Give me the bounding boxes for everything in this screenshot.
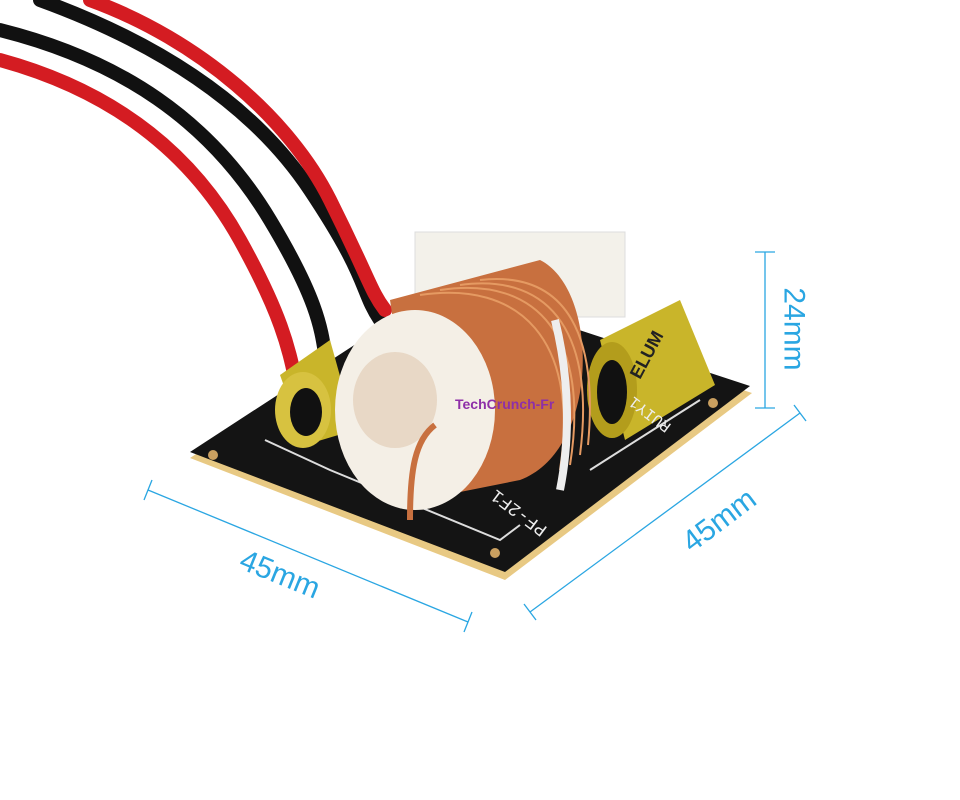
inductor-coil <box>335 260 591 521</box>
dimension-lines <box>143 251 807 633</box>
capacitor-right <box>587 300 715 440</box>
height-dimension-label: 24mm <box>777 287 811 371</box>
wires <box>0 0 392 407</box>
watermark-text: TechCrunch-Fr <box>455 396 555 412</box>
